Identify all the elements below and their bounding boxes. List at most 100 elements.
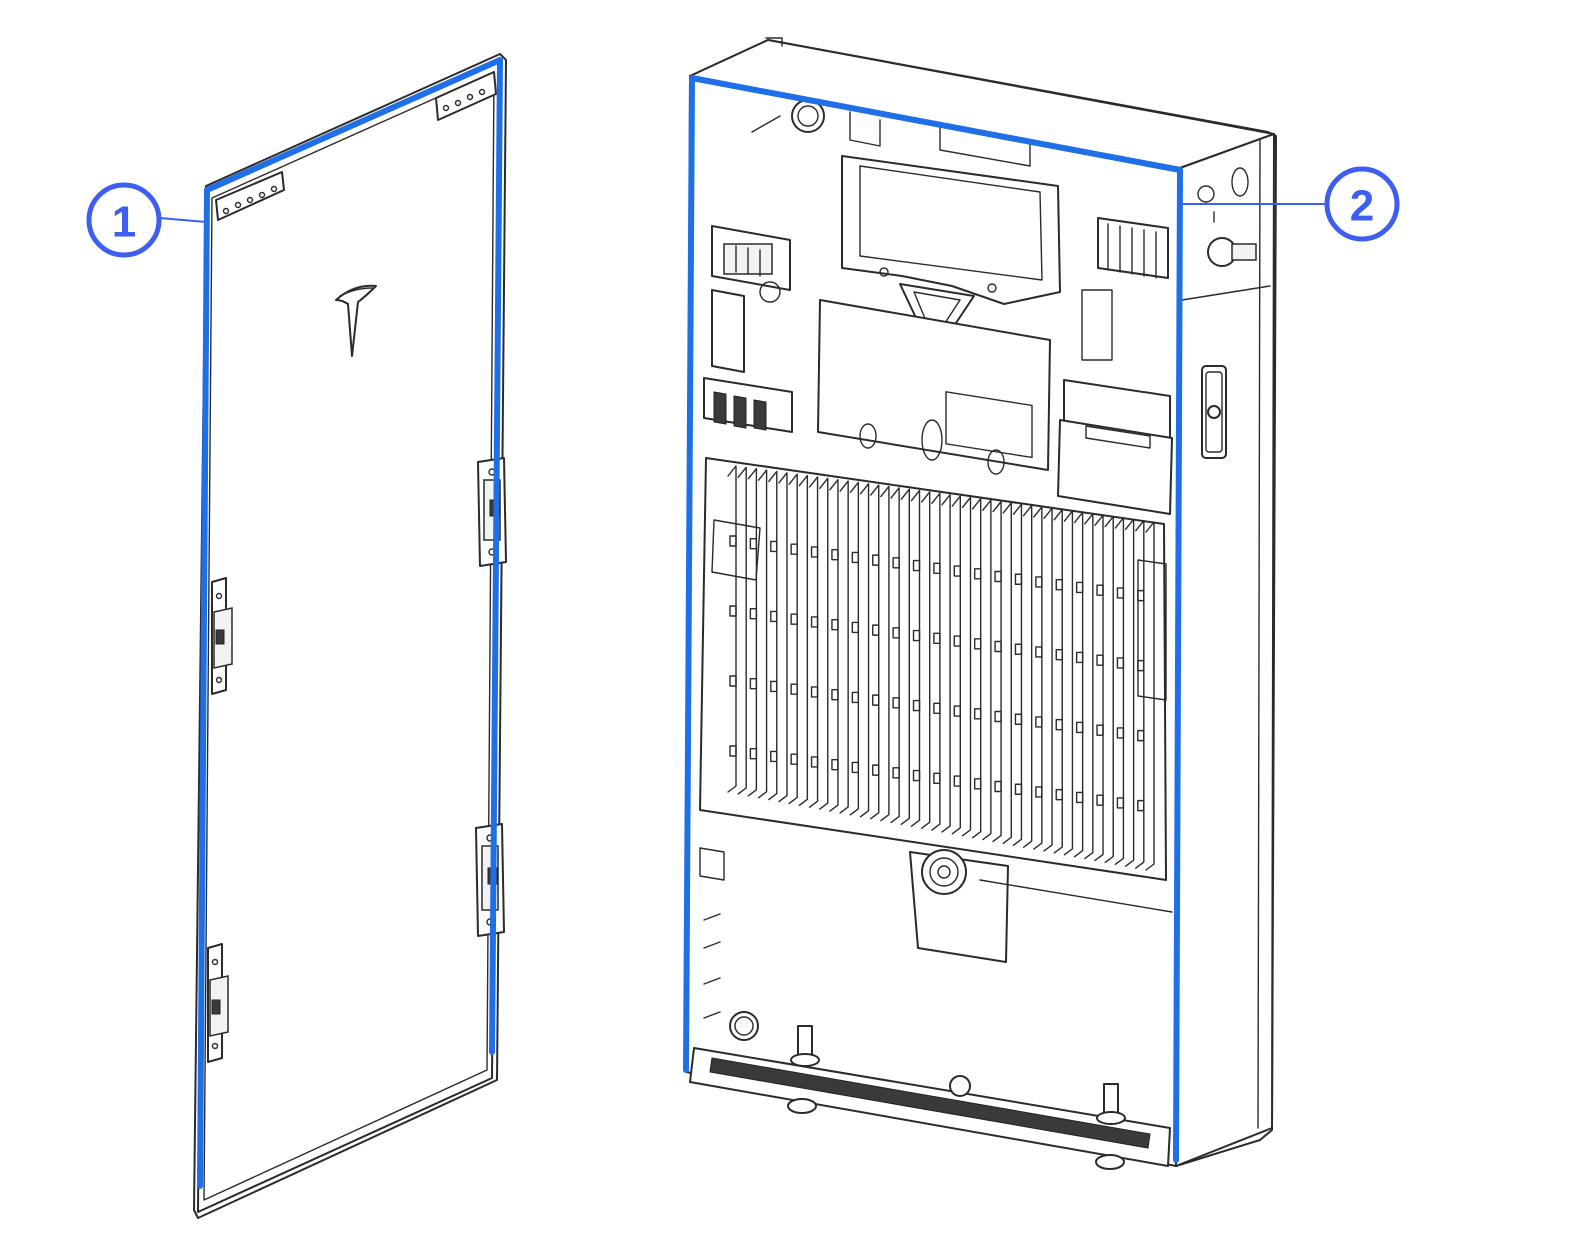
heat-sink-fin-slot xyxy=(810,616,819,628)
heat-sink-fin xyxy=(931,492,941,831)
callout-1: 1 xyxy=(86,182,207,258)
heat-sink-fin-slot xyxy=(851,621,860,634)
heat-sink-fin xyxy=(910,489,921,827)
heat-sink-fin xyxy=(1053,509,1063,854)
heat-sink-fin xyxy=(1002,502,1012,845)
heat-sink-fin-slot xyxy=(1014,573,1023,585)
heat-sink-fin xyxy=(951,495,961,835)
heat-sink-fin-slot xyxy=(872,694,880,706)
door-latch-upper-left xyxy=(211,577,233,695)
heat-sink-fin-slot xyxy=(851,551,860,564)
heat-sink-fin-slot xyxy=(872,764,880,776)
heat-sink-fin xyxy=(788,473,798,805)
heat-sink-fin-slot xyxy=(1116,587,1125,599)
heat-sink-fin-slot xyxy=(1055,579,1063,591)
heat-sink-fin xyxy=(768,470,778,801)
heat-sink-fin-slot xyxy=(973,638,982,650)
heat-sink-fin-slot xyxy=(770,680,778,693)
heat-sink-fin xyxy=(982,499,992,841)
heat-sink-fin xyxy=(859,483,870,818)
heat-sink-fin-slot xyxy=(1014,713,1023,725)
heat-sink-fin xyxy=(870,484,880,820)
heat-sink-fin-slot xyxy=(994,640,1002,653)
heat-sink-fins xyxy=(727,465,1155,871)
heat-sink-fin xyxy=(798,474,809,807)
heat-sink-fin-slot xyxy=(1075,651,1084,664)
heat-sink-fin-slot xyxy=(810,686,819,698)
heat-sink-fin-slot xyxy=(1055,649,1063,661)
heat-sink-fin-slot xyxy=(790,683,798,695)
heat-sink-fin-slot xyxy=(1014,643,1023,655)
heat-sink-fin-slot xyxy=(1035,576,1043,588)
heat-sink-fin xyxy=(849,481,860,816)
heat-sink-fin-slot xyxy=(973,778,982,790)
heat-sink-fin xyxy=(1104,515,1114,864)
heat-sink-fin xyxy=(941,493,951,833)
side-access-port xyxy=(1201,365,1227,459)
enclosure-unit xyxy=(683,37,1277,1170)
heat-sink-fin-slot xyxy=(1014,783,1023,795)
heat-sink-fin xyxy=(778,472,788,803)
heat-sink-fin-slot xyxy=(892,557,900,569)
heat-sink-fin-slot xyxy=(1055,789,1063,801)
heat-sink-fin-slot xyxy=(912,769,921,782)
bottom-terminal-rail xyxy=(689,1025,1171,1170)
heat-sink-fin-slot xyxy=(1055,719,1063,731)
heat-sink-fin-slot xyxy=(749,608,758,620)
door-panel xyxy=(193,53,507,1219)
heat-sink-fin-slot xyxy=(831,618,839,631)
heat-sink-fin-slot xyxy=(770,540,778,553)
heat-sink-fin-slot xyxy=(973,568,982,580)
callout-1-leader xyxy=(159,217,207,223)
heat-sink-fin xyxy=(747,468,758,797)
heat-sink-fin-slot xyxy=(892,697,900,709)
heat-sink-fin xyxy=(971,498,982,839)
callout-2-circle xyxy=(1324,166,1400,242)
heat-sink-fin-slot xyxy=(1096,654,1104,666)
heat-sink-fin xyxy=(1084,513,1094,860)
heat-sink-fin-slot xyxy=(892,627,900,639)
heat-sink-fin xyxy=(1043,507,1053,852)
door-hinge-upper-right xyxy=(477,457,507,567)
left-terminal-block xyxy=(703,225,793,433)
heat-sink-fin xyxy=(1012,503,1023,846)
heat-sink-fin-slot xyxy=(994,570,1002,583)
heat-sink-fin xyxy=(737,466,747,795)
heat-sink-fin-slot xyxy=(1035,716,1043,728)
heat-sink-fin-slot xyxy=(1075,581,1084,594)
heat-sink-fin-slot xyxy=(810,756,819,768)
heat-sink xyxy=(699,457,1167,881)
heat-sink-fin-slot xyxy=(953,705,961,717)
side-switch xyxy=(1207,211,1257,267)
heat-sink-fin-slot xyxy=(729,675,737,687)
heat-sink-fin-slot xyxy=(790,753,798,765)
heat-sink-fin-slot xyxy=(1116,797,1125,809)
heat-sink-fin-slot xyxy=(933,772,941,785)
heat-sink-fin xyxy=(757,469,768,799)
heat-sink-fin-slot xyxy=(933,562,941,575)
heat-sink-fin xyxy=(1033,506,1043,850)
door-top-bracket-right xyxy=(435,71,497,121)
heat-sink-fin-slot xyxy=(872,624,880,636)
heat-sink-fin xyxy=(890,487,900,824)
heat-sink-fin-slot xyxy=(912,559,921,572)
heat-sink-fin xyxy=(880,485,890,822)
heat-sink-fin-slot xyxy=(912,699,921,712)
heat-sink-fin-slot xyxy=(790,543,798,555)
heat-sink-fin xyxy=(839,480,849,814)
bottom-gland xyxy=(909,849,1009,963)
heat-sink-fin-slot xyxy=(1035,786,1043,798)
heat-sink-fin-slot xyxy=(1116,727,1125,739)
heat-sink-fin xyxy=(1114,517,1125,865)
door-highlight xyxy=(197,57,503,1189)
heat-sink-fin-slot xyxy=(1096,794,1104,806)
callout-2: 2 xyxy=(1180,166,1400,242)
heat-sink-fin-slot xyxy=(1137,729,1145,742)
heat-sink-fin-slot xyxy=(749,678,758,690)
door-latch-lower-left xyxy=(207,943,229,1063)
heat-sink-fin-slot xyxy=(749,748,758,760)
heat-sink-fin-slot xyxy=(1035,646,1043,658)
heat-sink-fin-slot xyxy=(729,605,737,617)
heat-sink-fin-slot xyxy=(831,548,839,561)
